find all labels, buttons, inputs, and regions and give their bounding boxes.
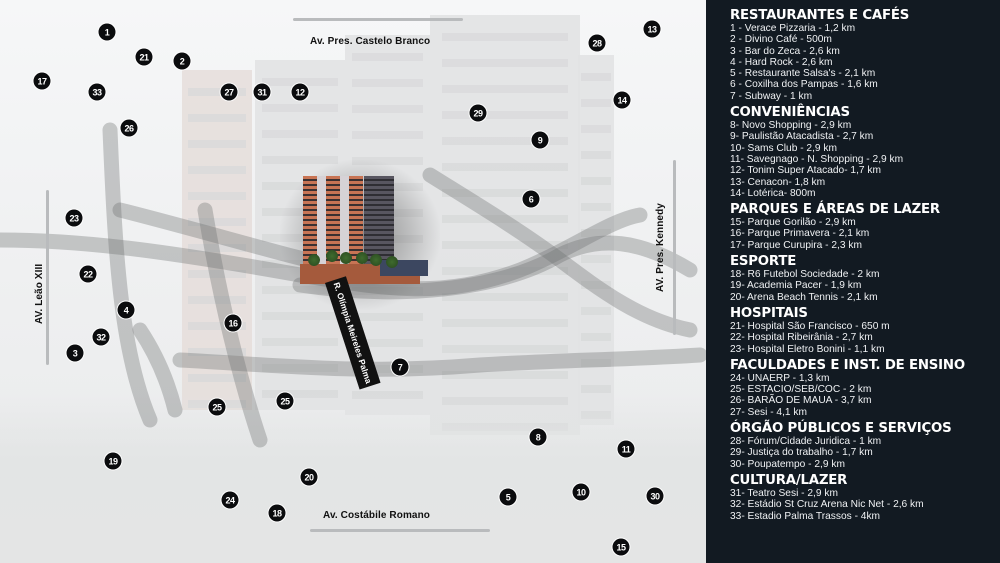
legend-item: 33- Estadio Palma Trassos - 4km (730, 510, 881, 522)
location-map: Av. Pres. Castelo Branco Av. Costábile R… (0, 0, 706, 563)
legend-item: 29- Justiça do trabalho - 1,7 km (730, 447, 873, 459)
legend-category-title: ÓRGÃO PÚBLICOS E SERVIÇOS (730, 421, 952, 437)
background-palms (0, 393, 706, 563)
poi-marker-8[interactable]: 8 (529, 428, 547, 446)
background-building (182, 70, 252, 410)
legend-item: 19- Academia Pacer - 1,9 km (730, 280, 862, 292)
poi-marker-26[interactable]: 26 (120, 119, 138, 137)
poi-marker-20[interactable]: 20 (300, 468, 318, 486)
legend-item: 31- Teatro Sesi - 2,9 km (730, 487, 838, 499)
poi-marker-33[interactable]: 33 (88, 83, 106, 101)
legend-item: 9- Paulistão Atacadista - 2,7 km (730, 131, 874, 143)
legend-category-title: RESTAURANTES E CAFÉS (730, 8, 910, 23)
poi-marker-7[interactable]: 7 (391, 358, 409, 376)
legend-item: 28- Fórum/Cidade Juridica - 1 km (730, 436, 882, 448)
street-label-castelo-branco: Av. Pres. Castelo Branco (310, 36, 431, 47)
poi-marker-16[interactable]: 16 (224, 314, 242, 332)
poi-marker-10[interactable]: 10 (572, 483, 590, 501)
legend-item: 14- Lotérica- 800m (730, 187, 816, 199)
poi-marker-11[interactable]: 11 (617, 440, 635, 458)
street-label-costabile-romano: Av. Costábile Romano (323, 510, 431, 521)
poi-marker-29[interactable]: 29 (469, 104, 487, 122)
poi-marker-28[interactable]: 28 (588, 34, 606, 52)
poi-marker-19[interactable]: 19 (104, 452, 122, 470)
background-building (430, 15, 580, 435)
poi-marker-25[interactable]: 25 (276, 392, 294, 410)
legend-item: 8- Novo Shopping - 2,9 km (730, 120, 852, 132)
poi-marker-32[interactable]: 32 (92, 328, 110, 346)
legend-item: 27- Sesi - 4,1 km (730, 406, 807, 418)
legend-item: 2 - Divino Café - 500m (730, 34, 832, 46)
poi-marker-22[interactable]: 22 (79, 265, 97, 283)
legend-category-title: FACULDADES E INST. DE ENSINO (730, 357, 965, 373)
legend-category-title: HOSPITAIS (730, 305, 808, 321)
poi-marker-5[interactable]: 5 (499, 488, 517, 506)
background-building (578, 55, 614, 425)
poi-marker-21[interactable]: 21 (135, 48, 153, 66)
legend-item: 16- Parque Primavera - 2,1 km (730, 228, 870, 240)
poi-marker-3[interactable]: 3 (66, 344, 84, 362)
road-costabile-romano-line (310, 529, 490, 532)
poi-marker-12[interactable]: 12 (291, 83, 309, 101)
legend-item: 23- Hospital Eletro Bonini - 1,1 km (730, 343, 885, 355)
road-kennedy-line (673, 160, 676, 335)
legend-item: 24- UNAERP - 1,3 km (730, 372, 830, 384)
legend-category-title: PARQUES E ÁREAS DE LAZER (730, 202, 940, 218)
legend-item: 15- Parque Gorilão - 2,9 km (730, 217, 856, 229)
legend-item: 20- Arena Beach Tennis - 2,1 km (730, 291, 878, 303)
legend-item: 1 - Verace Pizzaria - 1,2 km (730, 23, 856, 34)
legend-item: 11- Savegnago - N. Shopping - 2,9 km (730, 153, 904, 165)
legend-item: 7 - Subway - 1 km (730, 90, 813, 102)
legend-item: 3 - Bar do Zeca - 2,6 km (730, 45, 840, 57)
road-network (0, 122, 706, 448)
legend-item: 32- Estádio St Cruz Arena Nic Net - 2,6 … (730, 499, 924, 511)
poi-marker-17[interactable]: 17 (33, 72, 51, 90)
poi-marker-14[interactable]: 14 (613, 91, 631, 109)
street-label-kennedy: AV. Pres. Kennedy (655, 203, 666, 292)
legend-category-title: CULTURA/LAZER (730, 472, 848, 488)
poi-marker-6[interactable]: 6 (522, 190, 540, 208)
legend-item: 25- ESTACIO/SEB/COC - 2 km (730, 384, 872, 396)
legend-item: 30- Poupatempo - 2,9 km (730, 458, 845, 470)
poi-marker-4[interactable]: 4 (117, 301, 135, 319)
poi-marker-15[interactable]: 15 (612, 538, 630, 556)
legend-item: 26- BARÃO DE MAUA - 3,7 km (730, 395, 872, 407)
poi-marker-30[interactable]: 30 (646, 487, 664, 505)
poi-marker-24[interactable]: 24 (221, 491, 239, 509)
legend-item: 10- Sams Club - 2,9 km (730, 142, 838, 154)
legend-category-title: CONVENIÊNCIAS (730, 105, 850, 121)
legend-item: 22- Hospital Ribeirânia - 2,7 km (730, 332, 873, 344)
poi-marker-25[interactable]: 25 (208, 398, 226, 416)
poi-marker-27[interactable]: 27 (220, 83, 238, 101)
poi-marker-31[interactable]: 31 (253, 83, 271, 101)
legend-item: 5 - Restaurante Salsa's - 2,1 km (730, 68, 876, 80)
poi-marker-23[interactable]: 23 (65, 209, 83, 227)
poi-marker-18[interactable]: 18 (268, 504, 286, 522)
poi-marker-2[interactable]: 2 (173, 52, 191, 70)
poi-marker-1[interactable]: 1 (98, 23, 116, 41)
road-leao-xiii-line (46, 190, 49, 365)
legend-item: 17- Parque Curupira - 2,3 km (730, 239, 862, 251)
legend-item: 18- R6 Futebol Sociedade - 2 km (730, 269, 880, 281)
hero-building (300, 176, 428, 286)
poi-marker-9[interactable]: 9 (531, 131, 549, 149)
road-castelo-branco-line (293, 18, 463, 21)
legend-item: 12- Tonim Super Atacado- 1,7 km (730, 165, 882, 177)
legend-item: 13- Cenacon- 1,8 km (730, 176, 826, 188)
legend-item: 6 - Coxilha dos Pampas - 1,6 km (730, 79, 878, 91)
legend-item: 21- Hospital São Francisco - 650 m (730, 320, 890, 332)
legend-category-title: ESPORTE (730, 254, 797, 270)
poi-marker-13[interactable]: 13 (643, 20, 661, 38)
street-label-leao-xiii: AV. Leão XIII (34, 263, 45, 324)
legend-item: 4 - Hard Rock - 2,6 km (730, 56, 833, 68)
